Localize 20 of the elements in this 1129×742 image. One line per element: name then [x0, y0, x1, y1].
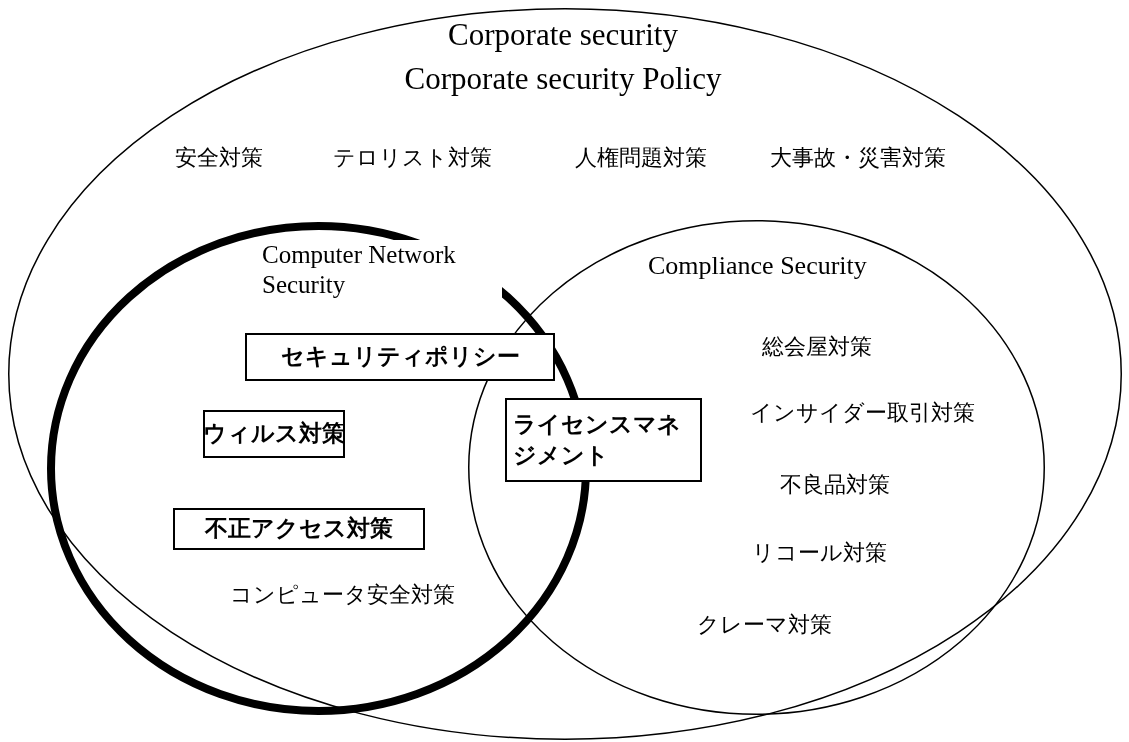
item-text: 不良品対策 — [780, 472, 890, 499]
item-text: 人権問題対策 — [575, 145, 707, 172]
region-heading: Compliance Security — [648, 250, 867, 282]
item-text: クレーマ対策 — [697, 612, 832, 639]
label-box: セキュリティポリシー — [245, 333, 555, 381]
item-text: リコール対策 — [752, 540, 887, 567]
circle-region — [468, 220, 1045, 715]
label-box: ライセンスマネジメント — [505, 398, 702, 482]
region-heading: Corporate security — [448, 16, 678, 54]
item-text: 大事故・災害対策 — [770, 145, 946, 172]
item-text: 安全対策 — [175, 145, 263, 172]
item-text: コンピュータ安全対策 — [230, 582, 455, 609]
item-text: テロリスト対策 — [333, 145, 492, 172]
ellipse-region — [8, 8, 1122, 740]
item-text: 総会屋対策 — [762, 334, 872, 361]
item-text: インサイダー取引対策 — [750, 400, 975, 427]
label-box: 不正アクセス対策 — [173, 508, 425, 550]
region-heading: Corporate security Policy — [404, 60, 722, 98]
region-heading: Computer Network Security — [262, 240, 502, 300]
label-box: ウィルス対策 — [203, 410, 345, 458]
